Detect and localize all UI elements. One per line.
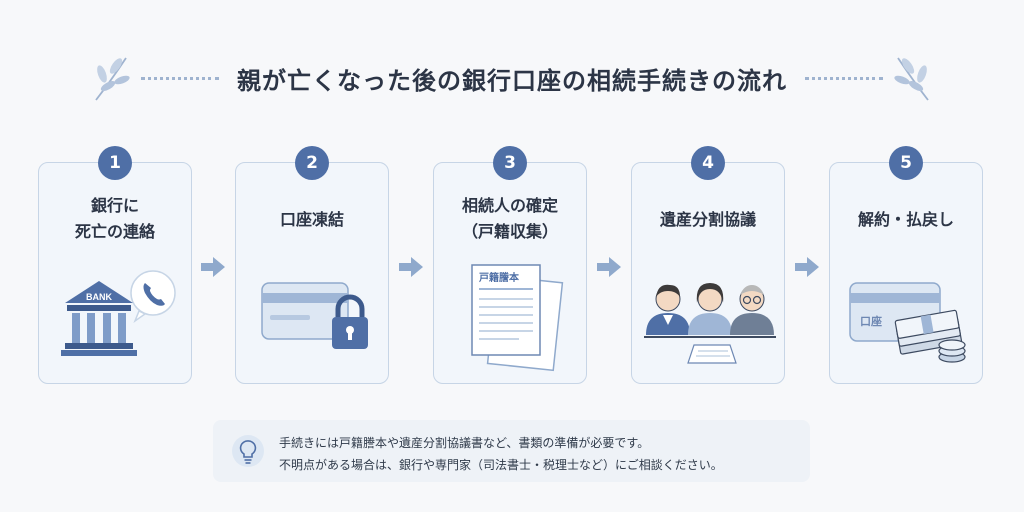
flow-arrow-icon (399, 257, 423, 277)
step-card-4: 4 遺産分割協議 (631, 146, 785, 384)
family-meeting-icon (644, 283, 776, 364)
step-label-line: （戸籍収集） (461, 222, 558, 241)
step-label: 銀行に 死亡の連絡 (39, 193, 191, 245)
laurel-left-icon (95, 57, 130, 101)
step-number-badge: 3 (493, 146, 527, 180)
step-label: 口座凍結 (236, 207, 388, 233)
step-label-line: 口座凍結 (279, 210, 344, 229)
card-lock-icon (261, 282, 368, 349)
step-label: 相続人の確定 （戸籍収集） (434, 193, 586, 245)
title-row: 親が亡くなった後の銀行口座の相続手続きの流れ (0, 54, 1024, 102)
flow-arrow-icon (795, 257, 819, 277)
step-label: 解約・払戻し (830, 207, 982, 233)
title-divider-right (805, 76, 883, 80)
step-number-badge: 2 (295, 146, 329, 180)
step-number-badge: 1 (98, 146, 132, 180)
title-divider-left (141, 76, 219, 80)
step-label-line: 遺産分割協議 (659, 210, 756, 229)
step-number-badge: 4 (691, 146, 725, 180)
document-title-text: 戸籍謄本 (479, 271, 520, 284)
step-card-5: 5 解約・払戻し 口座 (829, 146, 983, 384)
lightbulb-icon (232, 435, 264, 467)
step-label-line: 銀行に (90, 196, 139, 215)
bank-phone-icon: BANK (61, 270, 176, 356)
card-cash-icon: 口座 (849, 282, 966, 363)
step-label-line: 死亡の連絡 (74, 222, 155, 241)
step-card-1: 1 銀行に 死亡の連絡 BANK (38, 146, 192, 384)
flow-arrow-icon (597, 257, 621, 277)
bank-sign-text: BANK (86, 292, 112, 302)
step-label: 遺産分割協議 (632, 207, 784, 233)
note-line: 手続きには戸籍謄本や遺産分割協議書など、書類の準備が必要です。 (279, 436, 650, 450)
page-title: 親が亡くなった後の銀行口座の相続手続きの流れ (237, 66, 787, 95)
info-note: 手続きには戸籍謄本や遺産分割協議書など、書類の準備が必要です。 不明点がある場合… (213, 420, 810, 482)
flow-arrow-icon (201, 257, 225, 277)
card-text: 口座 (860, 314, 882, 328)
step-number-badge: 5 (889, 146, 923, 180)
laurel-right-icon (894, 57, 929, 101)
documents-icon: 戸籍謄本 (471, 264, 564, 372)
step-card-2: 2 口座凍結 (235, 146, 389, 384)
step-label-line: 相続人の確定 (461, 196, 558, 215)
step-card-3: 3 相続人の確定 （戸籍収集） 戸籍謄本 (433, 146, 587, 384)
note-line: 不明点がある場合は、銀行や専門家（司法書士・税理士など）にご相談ください。 (279, 458, 723, 472)
step-label-line: 解約・払戻し (857, 210, 954, 229)
